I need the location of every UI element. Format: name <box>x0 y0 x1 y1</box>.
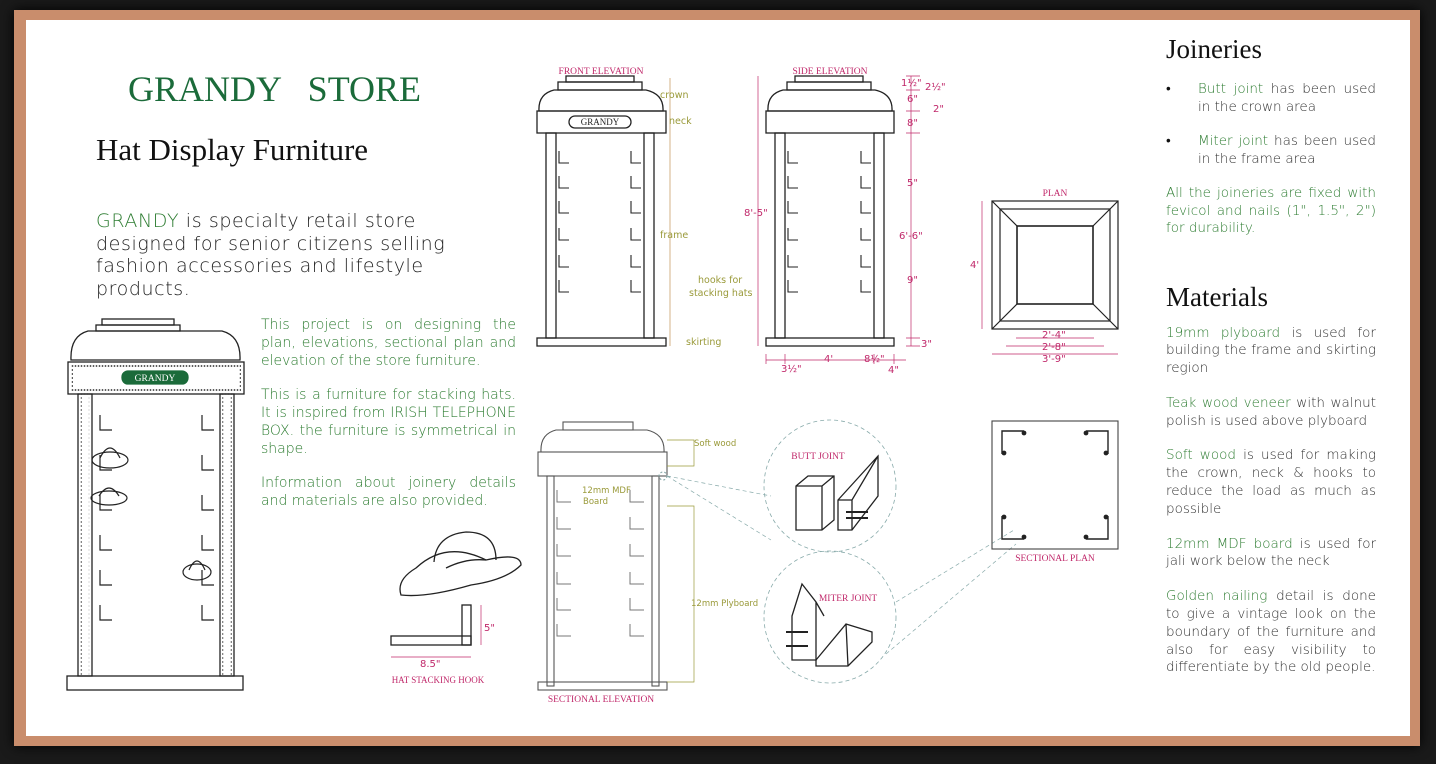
joinery-term: Butt joint <box>1198 81 1264 97</box>
dim-label: 9" <box>907 275 918 286</box>
note-soft-wood: Soft wood <box>694 439 736 449</box>
hat-stacking-hook <box>390 531 522 658</box>
material-text: is used for jali work below the neck <box>1166 535 1376 570</box>
front-elevation <box>536 75 671 347</box>
hook-title: HAT STACKING HOOK <box>392 675 485 685</box>
plan-title: PLAN <box>1043 189 1068 199</box>
side-elevation <box>757 75 920 364</box>
dim-label: 6" <box>907 94 918 105</box>
materials-heading: Materials <box>1166 281 1268 312</box>
material-item: 12mm MDF board is used for jali work bel… <box>1166 536 1376 572</box>
drawings-canvas: GRANDY FRONT ELEVATION GRANDY crown neck… <box>66 67 1119 705</box>
dim-label: 8'-5" <box>744 208 768 219</box>
dim-label: 2½" <box>925 81 946 93</box>
material-term: Golden nailing <box>1166 588 1268 605</box>
sectional-plan-title: SECTIONAL PLAN <box>1015 554 1095 564</box>
material-term: Teak wood veneer <box>1166 394 1291 411</box>
notes-column: Joineries •Butt joint has been used in t… <box>1166 34 1376 677</box>
dim-label: 1½" <box>901 77 922 89</box>
front-badge: GRANDY <box>581 117 620 127</box>
dim-label: 2'-8" <box>1042 342 1066 353</box>
dim-label: 3" <box>921 339 932 350</box>
drawing-sheet: GRANDY STORE Hat Display Furniture GRAND… <box>26 20 1410 736</box>
note-mdf-2: Board <box>583 497 608 507</box>
dim-label: 2'-4" <box>1042 330 1066 341</box>
note-neck: neck <box>669 116 692 127</box>
dim-label: 5" <box>484 623 495 634</box>
dim-label: 8.5" <box>420 659 441 670</box>
dim-label: 2" <box>933 104 944 115</box>
material-item: Golden nailing detail is done to give a … <box>1166 588 1376 677</box>
joinery-term: Miter joint <box>1198 133 1269 149</box>
description-paragraph: Information about joinery details and ma… <box>261 475 516 509</box>
cabinet-hooks <box>99 415 214 621</box>
miter-joint-title: MITER JOINT <box>819 594 878 604</box>
material-text: with walnut polish is used above plyboar… <box>1166 394 1376 429</box>
intro-brand-word: GRANDY <box>96 210 180 232</box>
material-text: detail is done to give a vintage look on… <box>1166 588 1376 676</box>
cabinet-badge: GRANDY <box>135 374 176 384</box>
hat-icon <box>90 447 212 581</box>
butt-joint-title: BUTT JOINT <box>791 452 845 462</box>
note-mdf: 12mm MDF <box>582 486 631 496</box>
dim-label: 4' <box>824 354 833 365</box>
note-frame: frame <box>660 230 688 241</box>
joinery-note: All the joineries are fixed with fevicol… <box>1166 185 1376 236</box>
joineries-heading: Joineries <box>1166 34 1262 64</box>
material-term: Soft wood <box>1166 447 1236 464</box>
front-elevation-title: FRONT ELEVATION <box>559 67 644 77</box>
side-elevation-title: SIDE ELEVATION <box>792 67 867 77</box>
material-item: 19mm plyboard is used for building the f… <box>1166 325 1376 378</box>
dim-label: 8" <box>907 118 918 129</box>
joinery-text: has been used in the frame area <box>1198 133 1377 167</box>
joinery-bullet: •Miter joint has been used in the frame … <box>1166 133 1377 167</box>
description-paragraph: This project is on designing the plan, e… <box>261 317 516 369</box>
cabinet-render <box>66 318 245 691</box>
note-plyboard: 12mm Plyboard <box>691 599 758 609</box>
sectional-plan <box>991 420 1119 550</box>
page-subtitle: Hat Display Furniture <box>96 132 369 167</box>
material-text: is used for building the frame and skirt… <box>1166 324 1376 377</box>
material-item: Teak wood veneer with walnut polish is u… <box>1166 395 1376 431</box>
note-crown: crown <box>660 90 689 101</box>
description-paragraph: This is a furniture for stacking hats. I… <box>261 387 516 457</box>
intro-paragraph: GRANDY is specialty retail store designe… <box>96 210 466 300</box>
material-text: is used for making the crown, neck & hoo… <box>1166 447 1376 517</box>
sectional-elevation <box>537 421 695 691</box>
dim-label: 8½" <box>864 353 885 365</box>
note-hooks: hooks for <box>698 275 742 286</box>
dim-label: 3'-9" <box>1042 354 1066 365</box>
note-hooks-2: stacking hats <box>689 288 752 299</box>
joinery-text: has been used in the crown area <box>1198 81 1377 115</box>
dim-label: 3½" <box>781 363 802 375</box>
dim-label: 6'-6" <box>899 231 923 242</box>
material-term: 19mm plyboard <box>1166 324 1281 341</box>
note-skirting: skirting <box>686 337 721 348</box>
material-term: 12mm MDF board <box>1166 535 1293 552</box>
dim-label: 4" <box>888 365 899 376</box>
project-description: This project is on designing the plan, e… <box>261 316 516 510</box>
intro-text: is specialty retail store designed for s… <box>96 210 446 300</box>
joinery-bullet: •Butt joint has been used in the crown a… <box>1166 81 1377 115</box>
plan-view <box>981 200 1119 355</box>
brand-title: GRANDY STORE <box>128 69 422 109</box>
sectional-elevation-title: SECTIONAL ELEVATION <box>548 695 654 705</box>
joint-details <box>666 419 1017 684</box>
dim-label: 5" <box>907 178 918 189</box>
dim-label: 4' <box>970 260 979 271</box>
materials-list: 19mm plyboard is used for building the f… <box>1166 325 1376 678</box>
material-item: Soft wood is used for making the crown, … <box>1166 447 1376 518</box>
